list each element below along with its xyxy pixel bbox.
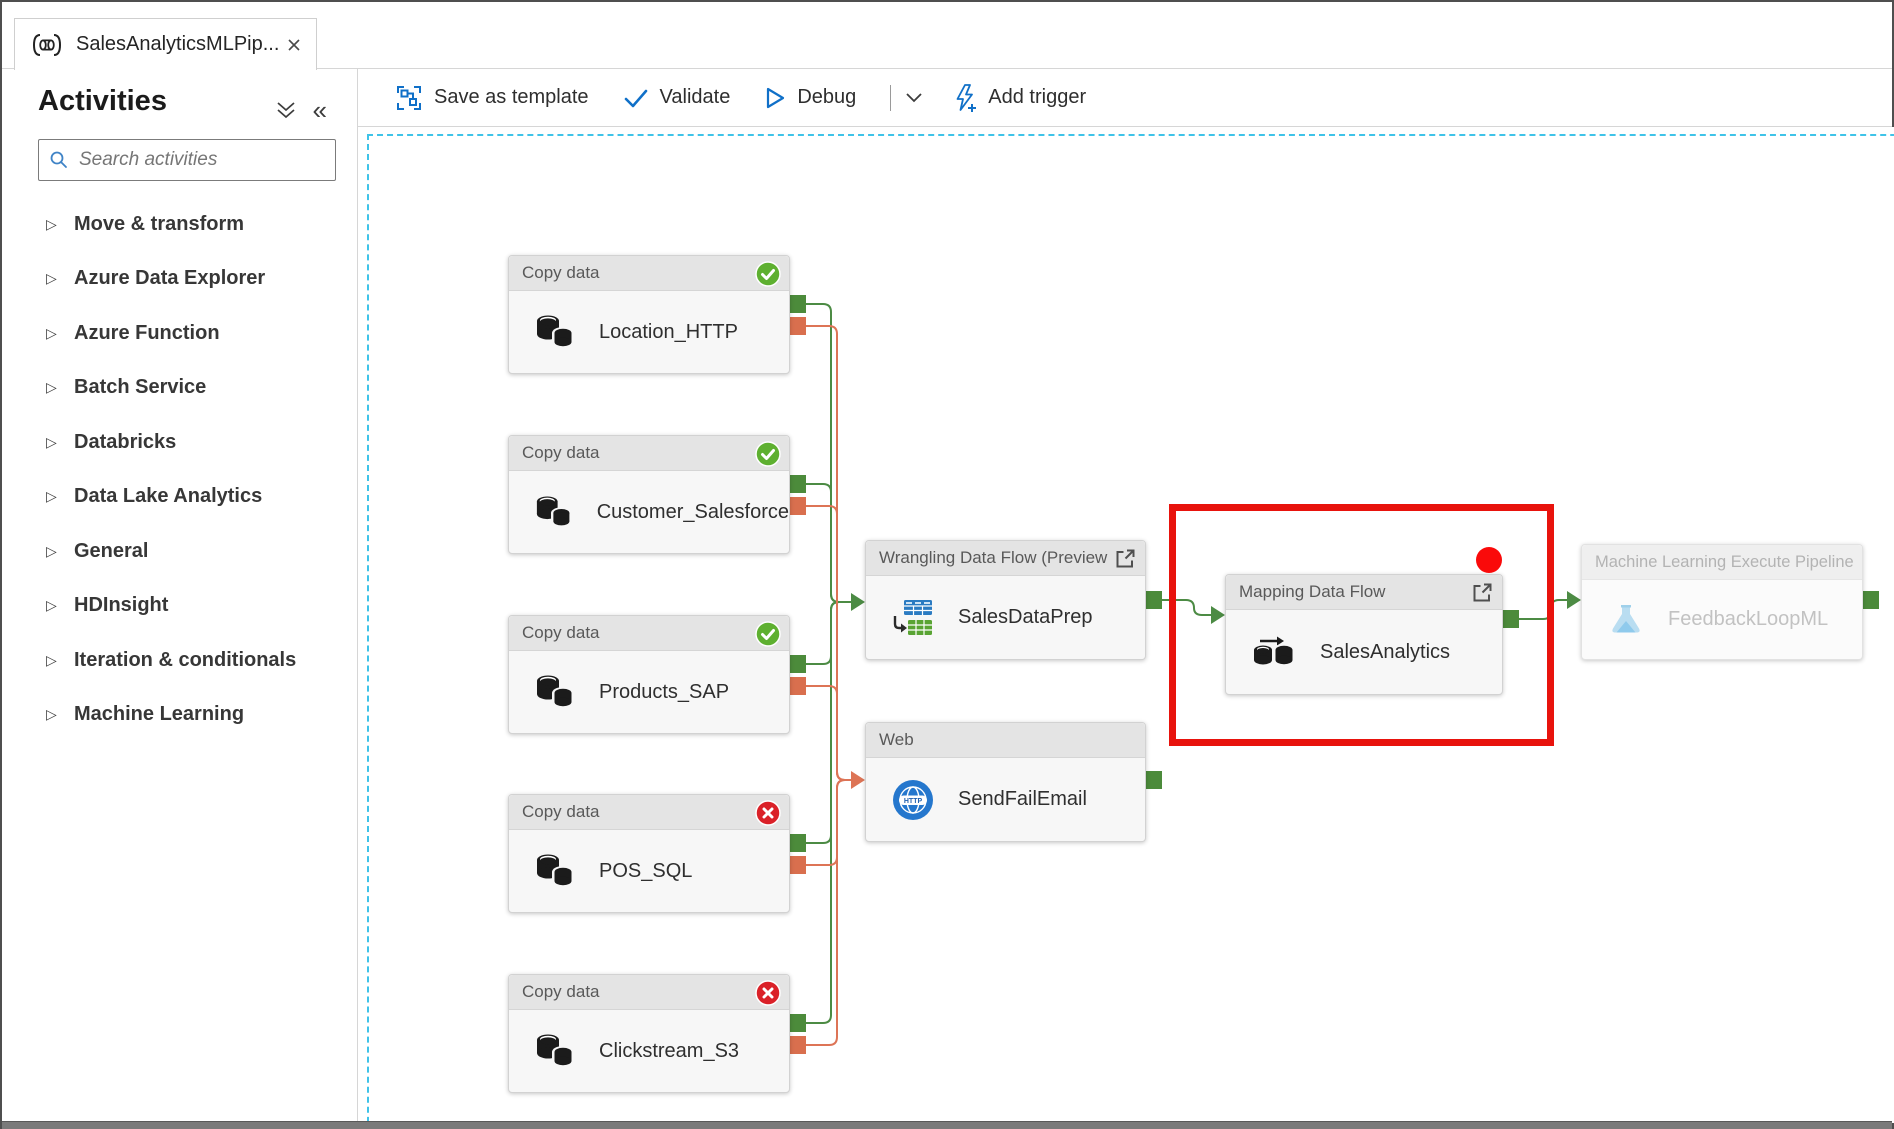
sidebar-item-azure-function[interactable]: ▷Azure Function — [46, 321, 220, 344]
activity-name: FeedbackLoopML — [1668, 608, 1829, 630]
search-icon — [50, 151, 67, 168]
web-http-icon: HTTP — [893, 779, 933, 820]
search-input[interactable] — [79, 149, 325, 171]
expander-icon: ▷ — [46, 488, 57, 505]
expander-icon: ▷ — [46, 542, 57, 559]
search-box — [38, 139, 336, 181]
expander-icon: ▷ — [46, 651, 57, 668]
svg-text:HTTP: HTTP — [904, 798, 923, 805]
activity-name: SalesAnalytics — [1320, 640, 1451, 663]
success-badge-icon — [755, 441, 781, 472]
activity-name: POS_SQL — [599, 859, 693, 882]
activity-name: SendFailEmail — [958, 788, 1087, 810]
sidebar-item-move-transform[interactable]: ▷Move & transform — [46, 212, 245, 235]
error-badge-icon — [755, 980, 781, 1011]
activity-node-sendfailemail[interactable]: Web HTTP SendFailEmail — [865, 722, 1146, 842]
add-trigger-button[interactable]: Add trigger — [951, 83, 1086, 113]
mapping-data-flow-icon — [1254, 636, 1295, 666]
sidebar-item-general[interactable]: ▷General — [46, 539, 149, 562]
arrowhead-success — [1567, 591, 1581, 609]
activity-node-location-http[interactable]: Copy data Location_HTTP — [508, 255, 790, 374]
activity-name: Location_HTTP — [599, 320, 738, 343]
machine-learning-flask-icon — [1612, 604, 1640, 632]
copy-data-icon — [537, 854, 574, 887]
close-icon[interactable] — [282, 33, 306, 57]
activity-node-feedbackloopml[interactable]: Machine Learning Execute Pipeline Feedba… — [1581, 544, 1863, 660]
activities-panel: Activities « ▷Move & transform ▷Azure Da… — [2, 69, 358, 1121]
wrangling-data-flow-icon — [893, 599, 932, 635]
expander-icon: ▷ — [46, 433, 57, 450]
debug-dropdown-chevron[interactable] — [905, 92, 923, 104]
debug-button[interactable]: Debug — [764, 86, 856, 110]
copy-data-icon — [537, 315, 574, 348]
check-icon — [624, 89, 647, 107]
connections-layer — [788, 295, 1879, 1054]
expander-icon: ▷ — [46, 379, 57, 396]
activity-node-salesanalytics[interactable]: Mapping Data Flow SalesAnalytics — [1225, 574, 1503, 695]
play-icon — [767, 87, 785, 108]
activity-name: SalesDataPrep — [958, 606, 1093, 628]
pipeline-tab[interactable]: SalesAnalyticsMLPip... — [14, 18, 317, 70]
activity-node-salesdataprep[interactable]: Wrangling Data Flow (Preview Sal — [865, 540, 1146, 660]
sidebar-item-machine-learning[interactable]: ▷Machine Learning — [46, 703, 245, 726]
activity-node-products-sap[interactable]: Copy data Products_SAP — [508, 615, 790, 734]
copy-data-icon — [536, 496, 572, 528]
activity-type-label: Copy data — [522, 982, 600, 1001]
activity-type-label: Wrangling Data Flow (Preview — [879, 548, 1108, 567]
open-in-new-window-icon[interactable] — [1114, 547, 1137, 575]
activity-name: Clickstream_S3 — [599, 1039, 740, 1062]
output-ports — [788, 295, 1879, 1054]
pipeline-icon — [32, 33, 62, 56]
activity-type-label: Machine Learning Execute Pipeline — [1595, 552, 1854, 571]
activity-type-label: Mapping Data Flow — [1239, 582, 1386, 601]
activity-type-label: Copy data — [522, 443, 600, 462]
expander-icon: ▷ — [46, 270, 57, 287]
sidebar-item-hdinsight[interactable]: ▷HDInsight — [46, 594, 169, 617]
sidebar-item-azure-data-explorer[interactable]: ▷Azure Data Explorer — [46, 267, 266, 290]
activity-node-pos-sql[interactable]: Copy data POS_SQL — [508, 794, 790, 913]
validate-button[interactable]: Validate — [623, 86, 730, 109]
open-in-new-window-icon[interactable] — [1471, 581, 1494, 609]
expander-icon: ▷ — [46, 324, 57, 341]
arrowhead-failure — [851, 771, 865, 789]
trigger-bolt-icon — [956, 83, 977, 112]
arrowhead-success — [851, 593, 865, 611]
collapse-all-icon[interactable] — [275, 101, 297, 119]
sidebar-item-batch-service[interactable]: ▷Batch Service — [46, 376, 207, 399]
pipeline-toolbar: Save as template Validate Debug Add — [358, 69, 1892, 127]
copy-data-icon — [537, 675, 574, 708]
activity-type-label: Copy data — [522, 623, 600, 642]
tab-strip: SalesAnalyticsMLPip... — [2, 2, 1892, 70]
activities-panel-title: Activities — [38, 85, 167, 117]
activity-type-label: Web — [879, 730, 914, 749]
expander-icon: ▷ — [46, 597, 57, 614]
error-badge-icon — [755, 800, 781, 831]
save-as-template-button[interactable]: Save as template — [395, 84, 589, 112]
activity-node-clickstream-s3[interactable]: Copy data Clickstream_S3 — [508, 974, 790, 1093]
activity-type-label: Copy data — [522, 802, 600, 821]
copy-data-icon — [537, 1034, 574, 1067]
success-badge-icon — [755, 261, 781, 292]
expander-icon: ▷ — [46, 215, 57, 232]
collapse-panel-icon[interactable]: « — [312, 95, 327, 125]
activity-name: Customer_Salesforce — [596, 500, 789, 523]
activity-node-customer-salesforce[interactable]: Copy data Customer_Salesforce — [508, 435, 790, 554]
sidebar-item-data-lake-analytics[interactable]: ▷Data Lake Analytics — [46, 485, 263, 508]
toolbar-separator — [890, 84, 892, 111]
sidebar-item-iteration-conditionals[interactable]: ▷Iteration & conditionals — [46, 648, 297, 671]
success-badge-icon — [755, 621, 781, 652]
activity-type-label: Copy data — [522, 263, 600, 282]
activity-name: Products_SAP — [599, 680, 730, 703]
template-icon — [397, 85, 421, 110]
arrowhead-success — [1211, 606, 1225, 624]
window-bottom-bar — [2, 1121, 1892, 1129]
expander-icon: ▷ — [46, 706, 57, 723]
sidebar-item-databricks[interactable]: ▷Databricks — [46, 430, 177, 453]
chevron-down-icon — [906, 92, 922, 102]
pipeline-canvas[interactable]: Copy data Location_HTTP Copy data — [359, 127, 1894, 1123]
tab-title: SalesAnalyticsMLPip... — [76, 33, 280, 55]
activity-category-list: ▷Move & transform ▷Azure Data Explorer ▷… — [2, 197, 356, 742]
